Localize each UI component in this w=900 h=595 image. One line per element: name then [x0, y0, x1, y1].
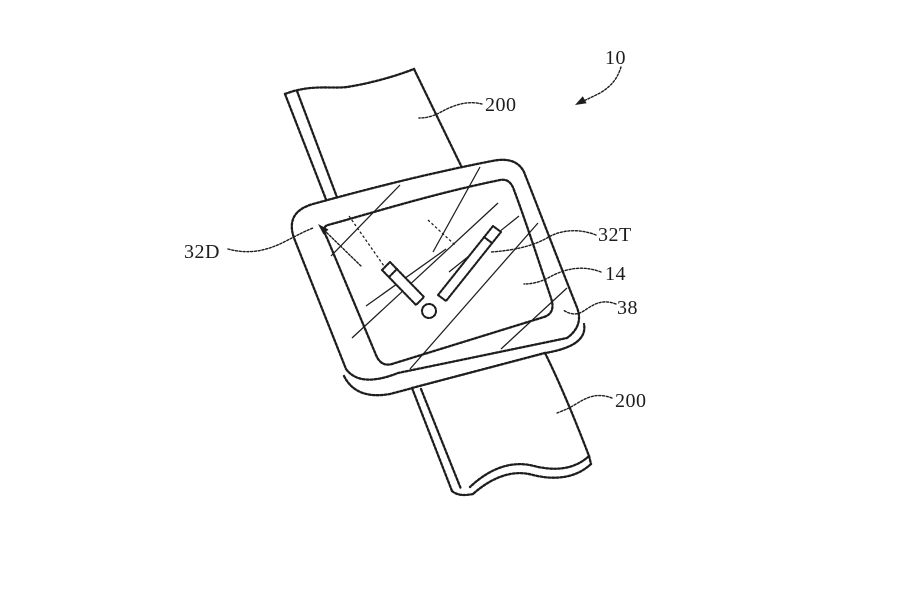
label-32t: 32T: [598, 224, 632, 246]
display-bezel: [323, 178, 554, 366]
top-band-right-edge: [412, 67, 468, 178]
top-band-left-edge: [283, 92, 329, 204]
reference-leaders: [227, 66, 622, 414]
label-38: 38: [617, 297, 638, 319]
bottom-band-wavy-end: [468, 454, 591, 489]
minute-hand: [436, 224, 503, 303]
leader-10: [578, 66, 622, 104]
label-14: 14: [605, 263, 626, 285]
center-pivot: [420, 302, 438, 320]
bottom-band-right-edge: [543, 351, 591, 458]
top-band-wavy-end: [283, 67, 416, 96]
bottom-band-left-inner-edge: [419, 387, 463, 491]
minute-hand-tip-line: [482, 235, 494, 245]
leader-200-bottom: [556, 394, 613, 414]
reference-labels: 10 200 32D 32T 14 38 200: [184, 47, 647, 412]
leader-32d: [227, 227, 314, 253]
watch-hands: [380, 224, 503, 320]
leader-14: [523, 267, 602, 285]
label-10: 10: [605, 47, 626, 69]
leader-38: [562, 301, 617, 315]
top-band: [283, 67, 468, 207]
arrowhead-32d: [318, 224, 329, 235]
bottom-band-left-edge: [410, 386, 454, 493]
arrowhead-10: [575, 96, 587, 105]
bottom-band-wavy-end-thickness: [471, 462, 593, 496]
leader-200-top: [418, 102, 483, 119]
top-band-left-inner-edge: [295, 89, 340, 202]
hour-hand-tip-line: [387, 267, 399, 279]
bottom-band: [410, 351, 593, 497]
bottom-band-corner-curve: [450, 489, 475, 497]
leader-32t: [490, 230, 597, 253]
bottom-band-top-edge: [410, 351, 547, 390]
bottom-band-end-corner: [587, 454, 593, 466]
label-200-bottom: 200: [615, 390, 647, 412]
leader-32d-tail: [323, 229, 363, 268]
label-200-top: 200: [485, 94, 517, 116]
label-32d: 32D: [184, 241, 220, 263]
